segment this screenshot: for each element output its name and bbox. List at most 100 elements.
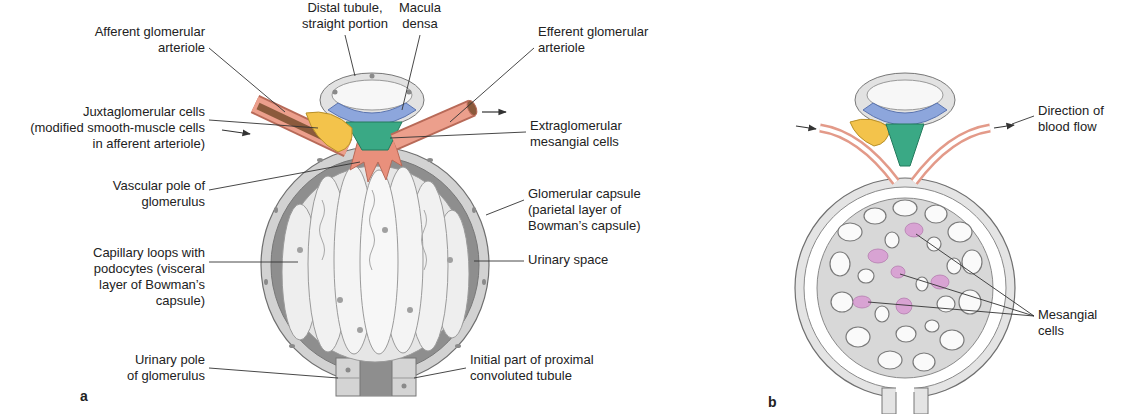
capillary-loop	[925, 320, 939, 332]
callout-label: Extraglomerular mesangial cells	[530, 118, 640, 150]
parietal-nucleus	[317, 158, 323, 162]
extraglomerular-mesangium	[886, 124, 924, 166]
leader-line	[345, 35, 355, 76]
capillary-loop	[913, 353, 935, 371]
bowman-capsule	[261, 147, 489, 383]
capillary-loop	[831, 292, 853, 312]
parietal-nucleus	[472, 207, 476, 213]
capillary-loop	[940, 330, 964, 350]
distal-tubule	[370, 74, 375, 79]
leader-line	[1012, 116, 1034, 124]
leader-line	[209, 48, 285, 112]
urinary-pole-tubule	[914, 392, 915, 414]
extraglomerular-mesangium	[886, 124, 924, 166]
parietal-nucleus	[482, 279, 486, 285]
bowman-capsule	[804, 187, 1006, 389]
leader-line	[209, 162, 360, 190]
bowman-capsule	[795, 178, 1015, 398]
leader-line	[390, 132, 526, 138]
capillary-loop	[916, 277, 928, 291]
leader-line	[916, 234, 1034, 316]
callout-label: Efferent glomerular arteriole	[538, 24, 663, 56]
figure-letter: b	[768, 394, 788, 410]
afferent-arteriole	[820, 128, 896, 182]
capillary-loop	[927, 237, 941, 251]
callout-label: Distal tubule, straight portion	[290, 0, 400, 32]
efferent-arteriole	[914, 128, 990, 182]
glomerular-tuft	[297, 247, 303, 253]
distal-tubule	[867, 80, 943, 110]
distal-tubule	[407, 90, 412, 95]
mesangial-cell	[891, 266, 905, 278]
capillary-loop	[937, 296, 955, 312]
parietal-nucleus	[289, 344, 295, 348]
parietal-nucleus	[264, 279, 268, 285]
capillary-loop	[864, 208, 886, 224]
glomerular-tuft	[447, 257, 453, 263]
bowman-capsule	[817, 198, 993, 378]
parietal-nucleus	[455, 344, 461, 348]
parietal-nucleus	[274, 207, 278, 213]
urinary-pole-tubule	[336, 378, 360, 379]
leader-line	[900, 274, 1034, 316]
mesangial-cell	[853, 223, 949, 314]
flow-arrow	[482, 111, 506, 112]
leader-line	[209, 368, 338, 378]
urinary-pole-tubule	[896, 392, 897, 414]
urinary-pole-tubule	[346, 368, 351, 373]
capillary-loop	[838, 223, 862, 241]
glomerular-tuft	[337, 297, 343, 303]
leader-line	[209, 35, 1034, 378]
glomerular-tuft	[282, 166, 469, 362]
afferent-arteriole	[820, 128, 896, 182]
leader-line	[414, 368, 466, 378]
glomerular-tuft	[320, 200, 325, 260]
callout-label: Urinary pole of glomerulus	[125, 352, 205, 384]
callout-label: Mesangial cells	[1038, 307, 1108, 339]
efferent-arteriole	[914, 128, 990, 182]
leader-line	[209, 262, 298, 263]
capillary-loop	[948, 222, 972, 242]
callout-label: Urinary space	[528, 252, 628, 268]
glomerular-tuft	[357, 327, 363, 333]
urinary-pole-tubule	[882, 384, 928, 414]
flow-arrow	[796, 125, 1014, 129]
bowman-capsule	[261, 147, 489, 383]
distal-tubule	[332, 80, 412, 110]
capillary-loop	[875, 306, 889, 322]
glomerular-tuft	[422, 210, 427, 270]
glomerular-tuft	[407, 307, 413, 313]
urinary-pole-tubule	[392, 378, 416, 379]
callout-label: Vascular pole of glomerulus	[95, 178, 205, 210]
mesangial-cell	[868, 249, 888, 263]
flow-arrow	[222, 112, 506, 134]
afferent-arteriole	[306, 112, 352, 152]
capillary-loop	[925, 205, 947, 223]
efferent-arteriole	[914, 128, 990, 182]
capillary-loop	[858, 269, 874, 283]
callout-label: Macula densa	[392, 0, 448, 32]
capillary-loop	[878, 351, 902, 369]
capillary-loop	[893, 200, 917, 216]
urinary-pole-tubule	[896, 384, 914, 414]
leader-line	[209, 120, 318, 128]
mesangial-cell	[896, 298, 912, 314]
flow-arrow	[994, 125, 1014, 128]
efferent-arteriole	[465, 99, 479, 117]
mesangial-cell	[905, 223, 923, 237]
capillary-loop	[885, 232, 899, 248]
leader-line	[474, 261, 524, 262]
bowman-capsule	[795, 178, 1015, 398]
leader-line	[868, 302, 1034, 316]
parietal-nucleus	[427, 158, 433, 162]
callout-label: Afferent glomerular arteriole	[80, 24, 205, 56]
leader-line	[486, 200, 524, 215]
flow-arrow	[796, 126, 816, 129]
capillary-loop	[846, 327, 870, 347]
glomerular-tuft	[382, 227, 388, 233]
leader-line	[402, 35, 420, 110]
callout-label: Capillary loops with podocytes (visceral…	[68, 245, 205, 309]
capillary-loop	[830, 252, 850, 276]
